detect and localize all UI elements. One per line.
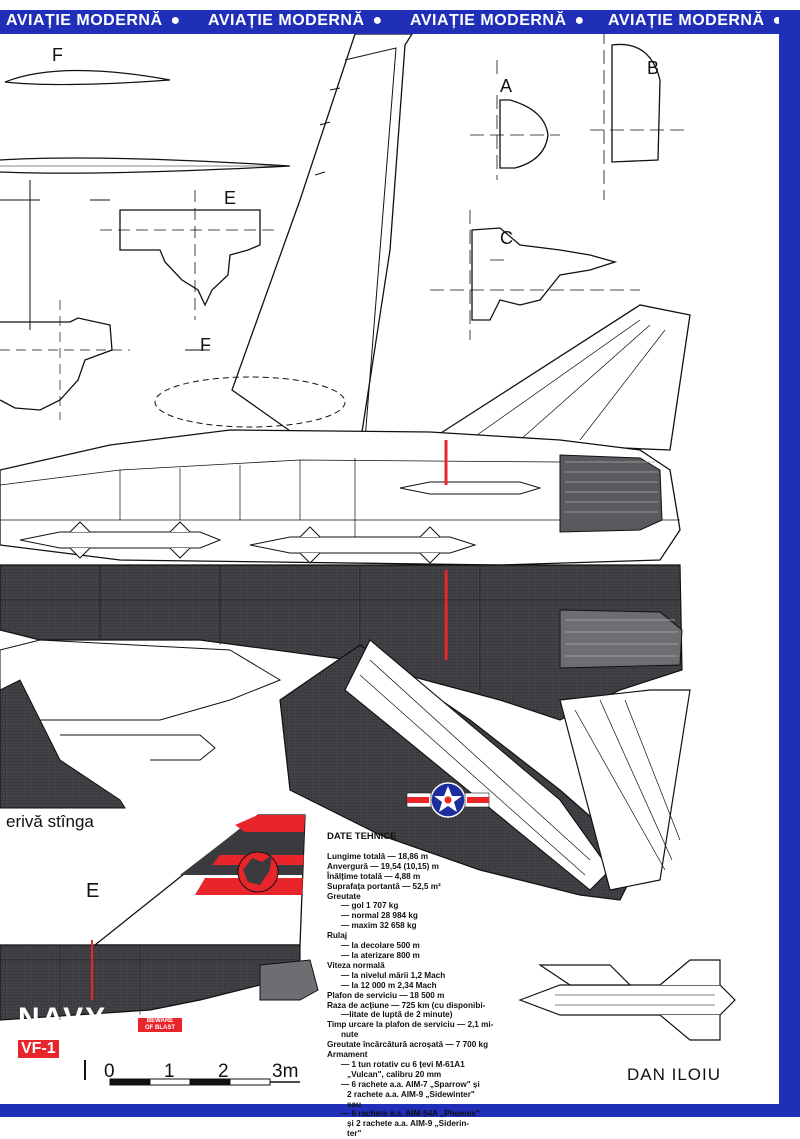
wing-glove-strip bbox=[0, 639, 282, 721]
engine-nozzle-bottom bbox=[559, 609, 683, 669]
label-a: A bbox=[500, 76, 513, 96]
tail-nozzle bbox=[259, 959, 319, 1001]
scale-tick-0: 0 bbox=[104, 1061, 115, 1082]
spec-line: — la 12 000 m 2,34 Mach bbox=[341, 980, 437, 990]
scale-tick-3: 3m bbox=[272, 1061, 299, 1082]
spec-line: — maxim 32 658 kg bbox=[341, 921, 417, 931]
aircraft-side-view bbox=[0, 34, 691, 901]
specs-title: DATE TEHNICE bbox=[327, 831, 397, 842]
spec-line: Anvergură — 19,54 (10,15) m bbox=[327, 861, 439, 871]
spec-line: Rulaj bbox=[327, 931, 348, 941]
spec-line: Timp urcare la plafon de serviciu — 2,1 … bbox=[327, 1020, 494, 1030]
tail-fin-markings bbox=[0, 814, 319, 1021]
vertical-tail bbox=[231, 34, 413, 446]
section-c bbox=[430, 210, 640, 340]
author-credit: DAN ILOIU bbox=[627, 1065, 722, 1084]
section-f-mid-left bbox=[0, 317, 113, 411]
page-border-bottom bbox=[0, 1104, 800, 1117]
spec-line: —litate de luptă de 2 minute) bbox=[341, 1010, 453, 1020]
header-title-2: AVIAȚIE MODERNĂ● bbox=[208, 12, 383, 29]
spec-line: Viteza normală bbox=[327, 960, 385, 970]
header-title-1: AVIAȚIE MODERNĂ● bbox=[6, 12, 181, 29]
spec-line: Raza de acțiune — 725 km (cu disponibi- bbox=[327, 1000, 486, 1010]
label-b: B bbox=[647, 58, 660, 78]
spec-line: „Vulcan", calibru 20 mm bbox=[347, 1069, 442, 1079]
spec-line: — la decolare 500 m bbox=[341, 941, 420, 951]
spec-line: — la aterizare 800 m bbox=[341, 950, 420, 960]
spec-line: Lungime totală — 18,86 m bbox=[327, 851, 429, 861]
missile-side-profile bbox=[518, 959, 736, 1041]
unit-emblem bbox=[237, 851, 279, 893]
spec-line: Suprafața portantă — 52,5 m² bbox=[327, 881, 441, 891]
header-title-3: AVIAȚIE MODERNĂ● bbox=[410, 12, 585, 29]
missile-left bbox=[19, 521, 222, 559]
spec-line: Greutate încărcătură acroșată — 7 700 kg bbox=[327, 1040, 489, 1050]
stabilizer-lower bbox=[559, 689, 691, 891]
spec-line: — la nivelul mării 1,2 Mach bbox=[341, 970, 446, 980]
scale-tick-2: 2 bbox=[218, 1061, 229, 1082]
tail-slogan: BEWARE OF BLAST bbox=[138, 1018, 182, 1032]
missile-right bbox=[249, 526, 477, 564]
section-a bbox=[470, 60, 560, 180]
spec-line: — 6 rachete a.a. AIM-54A „Phoenix" bbox=[341, 1109, 480, 1119]
page-border-right bbox=[779, 10, 800, 1110]
label-e-top: E bbox=[224, 188, 237, 208]
slogan-line-2: OF BLAST bbox=[145, 1025, 175, 1031]
aircraft-drawing bbox=[0, 34, 736, 1086]
centerline-left bbox=[0, 180, 110, 330]
section-e-shape bbox=[119, 209, 261, 307]
label-c: C bbox=[500, 228, 513, 248]
horizontal-stabilizer-top bbox=[427, 304, 691, 451]
wing-flap-white bbox=[344, 639, 611, 891]
spec-line: Înălțime totală — 4,88 m bbox=[327, 871, 421, 881]
tail-fuselage-dark bbox=[0, 944, 301, 1021]
scale-bar bbox=[84, 1060, 300, 1086]
spec-line: Greutate bbox=[327, 891, 361, 901]
spec-line: sau bbox=[347, 1099, 362, 1109]
label-f-top: F bbox=[52, 45, 63, 65]
tail-squadron-text: VF-1 bbox=[18, 1040, 59, 1058]
scale-tick-1: 1 bbox=[164, 1061, 175, 1082]
label-f-mid: F bbox=[200, 335, 211, 355]
fin-caption: erivă stînga bbox=[6, 812, 94, 831]
section-f-top bbox=[4, 69, 171, 86]
spec-line: — normal 28 984 kg bbox=[341, 911, 418, 921]
spec-line: — gol 1 707 kg bbox=[341, 901, 399, 911]
spec-line: — 1 tun rotativ cu 6 țevi M-61A1 bbox=[341, 1059, 465, 1069]
section-e-long bbox=[0, 157, 291, 174]
spec-line: Armament bbox=[327, 1050, 368, 1060]
fuselage-upper bbox=[0, 429, 681, 566]
wing-leading bbox=[60, 734, 216, 761]
spec-line: 2 rachete a.a. AIM-9 „Sidewinter" bbox=[347, 1089, 475, 1099]
spec-line: Plafon de serviciu — 18 500 m bbox=[327, 990, 445, 1000]
spec-line: — 6 rachete a.a. AIM-7 „Sparrow" și bbox=[341, 1079, 480, 1089]
header-title-4: AVIAȚIE MODERNĂ● bbox=[608, 12, 783, 29]
roundel bbox=[406, 782, 490, 818]
spec-line: și 2 rachete a.a. AIM-9 „Siderin- bbox=[347, 1119, 470, 1129]
slogan-line-1: BEWARE bbox=[146, 1018, 174, 1024]
label-e-bottom: E bbox=[86, 880, 100, 902]
header-band: AVIAȚIE MODERNĂ● AVIAȚIE MODERNĂ● AVIAȚI… bbox=[0, 10, 800, 34]
spec-line: ter" bbox=[347, 1129, 362, 1139]
tail-navy-text: NAVY bbox=[18, 1002, 108, 1035]
engine-nozzle-top bbox=[559, 454, 663, 533]
section-b bbox=[590, 34, 690, 200]
ventral-fuel-tank bbox=[399, 481, 542, 495]
spec-line: nute bbox=[341, 1030, 359, 1040]
